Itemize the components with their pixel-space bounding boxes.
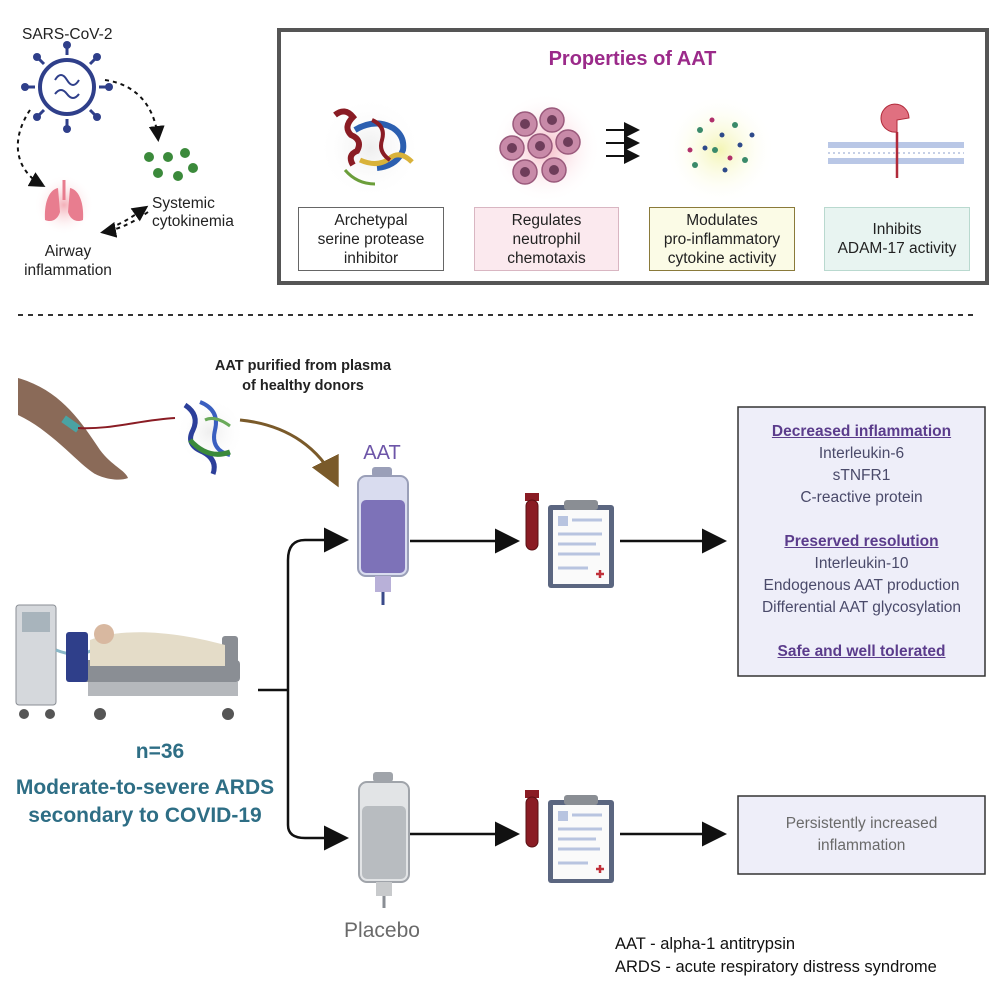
aat-protein-structure-icon xyxy=(318,96,422,200)
prop3-line-3: cytokine activity xyxy=(667,249,777,267)
property-box-serine-protease: Archetypal serine protease inhibitor xyxy=(298,207,444,271)
abbrev-ards: ARDS - acute respiratory distress syndro… xyxy=(615,958,937,976)
aat-arm-label: AAT xyxy=(363,442,401,464)
placebo-outcome-frame xyxy=(737,795,986,875)
prop4-line-1: Inhibits xyxy=(872,221,922,238)
preserved-resolution-heading: Preserved resolution xyxy=(784,533,939,550)
prop1-line-2: serine protease xyxy=(317,230,425,248)
clinical-report-icon xyxy=(548,500,614,588)
preserved-item-3: Differential AAT glycosylation xyxy=(761,599,962,616)
placebo-iv-bag-icon xyxy=(358,772,410,908)
decreased-item-3: C-reactive protein xyxy=(800,489,923,506)
decreased-inflammation-heading: Decreased inflammation xyxy=(771,423,952,440)
adam17-membrane-icon xyxy=(828,103,964,178)
prop2-line-2: neutrophil xyxy=(512,230,581,248)
arm-infusion-icon xyxy=(18,378,176,480)
blood-tube-icon xyxy=(525,493,539,551)
properties-frame xyxy=(277,28,989,285)
cohort-line-2: secondary to COVID-19 xyxy=(28,804,262,827)
decreased-item-2: sTNFR1 xyxy=(832,467,891,484)
virus-label: SARS-CoV-2 xyxy=(22,26,113,43)
aat-outcome-frame xyxy=(737,406,986,677)
decreased-item-1: Interleukin-6 xyxy=(818,445,905,462)
clinical-report-placebo-icon xyxy=(548,795,614,883)
placebo-arm-label: Placebo xyxy=(344,919,420,942)
aat-protein-donor-icon xyxy=(175,397,245,475)
cytokines-icon xyxy=(665,95,775,205)
cohort-description: Moderate-to-severe ARDS secondary to COV… xyxy=(0,774,290,830)
systemic-line-1: Systemic xyxy=(152,195,215,212)
cohort-line-1: Moderate-to-severe ARDS xyxy=(15,776,275,799)
donor-line-2: of healthy donors xyxy=(242,378,364,394)
cytokine-dots-icon xyxy=(144,148,198,181)
patient-ventilator-icon xyxy=(15,604,240,720)
aat-outcomes: Decreased inflammation Interleukin-6 sTN… xyxy=(738,421,985,663)
aat-iv-bag-icon xyxy=(357,467,409,605)
prop2-line-1: Regulates xyxy=(511,211,582,229)
placebo-outcome-line-1: Persistently increased xyxy=(785,815,938,832)
preserved-item-2: Endogenous AAT production xyxy=(763,577,960,594)
prop4-line-2: ADAM-17 activity xyxy=(837,240,957,257)
safe-tolerated-heading: Safe and well tolerated xyxy=(777,643,946,660)
placebo-outcome-line-2: inflammation xyxy=(817,837,906,854)
blood-tube-placebo-icon xyxy=(525,790,539,848)
systemic-cytokinemia-label: Systemic cytokinemia xyxy=(152,195,234,231)
airway-line-2: inflammation xyxy=(24,262,112,279)
abbreviations: AAT - alpha-1 antitrypsin ARDS - acute r… xyxy=(615,933,937,979)
cohort-n: n=36 xyxy=(135,740,185,763)
abbrev-aat: AAT - alpha-1 antitrypsin xyxy=(615,935,796,953)
airway-inflammation-label: Airway inflammation xyxy=(18,242,118,280)
donor-label: AAT purified from plasma of healthy dono… xyxy=(188,356,418,396)
neutrophils-icon xyxy=(491,93,601,203)
systemic-line-2: cytokinemia xyxy=(152,213,234,230)
airway-line-1: Airway xyxy=(44,243,92,260)
prop1-line-1: Archetypal xyxy=(334,211,408,229)
prop1-line-3: inhibitor xyxy=(343,249,399,267)
preserved-item-1: Interleukin-10 xyxy=(814,555,909,572)
prop2-line-3: chemotaxis xyxy=(507,249,586,267)
property-box-neutrophil: Regulates neutrophil chemotaxis xyxy=(474,207,619,271)
properties-title: Properties of AAT xyxy=(548,48,717,70)
prop3-line-1: Modulates xyxy=(686,211,758,229)
donor-line-1: AAT purified from plasma xyxy=(214,358,392,374)
property-box-adam17: Inhibits ADAM-17 activity xyxy=(824,207,970,271)
sars-cov-2-icon xyxy=(21,41,113,133)
property-box-cytokine: Modulates pro-inflammatory cytokine acti… xyxy=(649,207,795,271)
placebo-outcome: Persistently increased inflammation xyxy=(738,813,985,857)
prop3-line-2: pro-inflammatory xyxy=(663,230,781,248)
lungs-icon xyxy=(34,175,94,235)
